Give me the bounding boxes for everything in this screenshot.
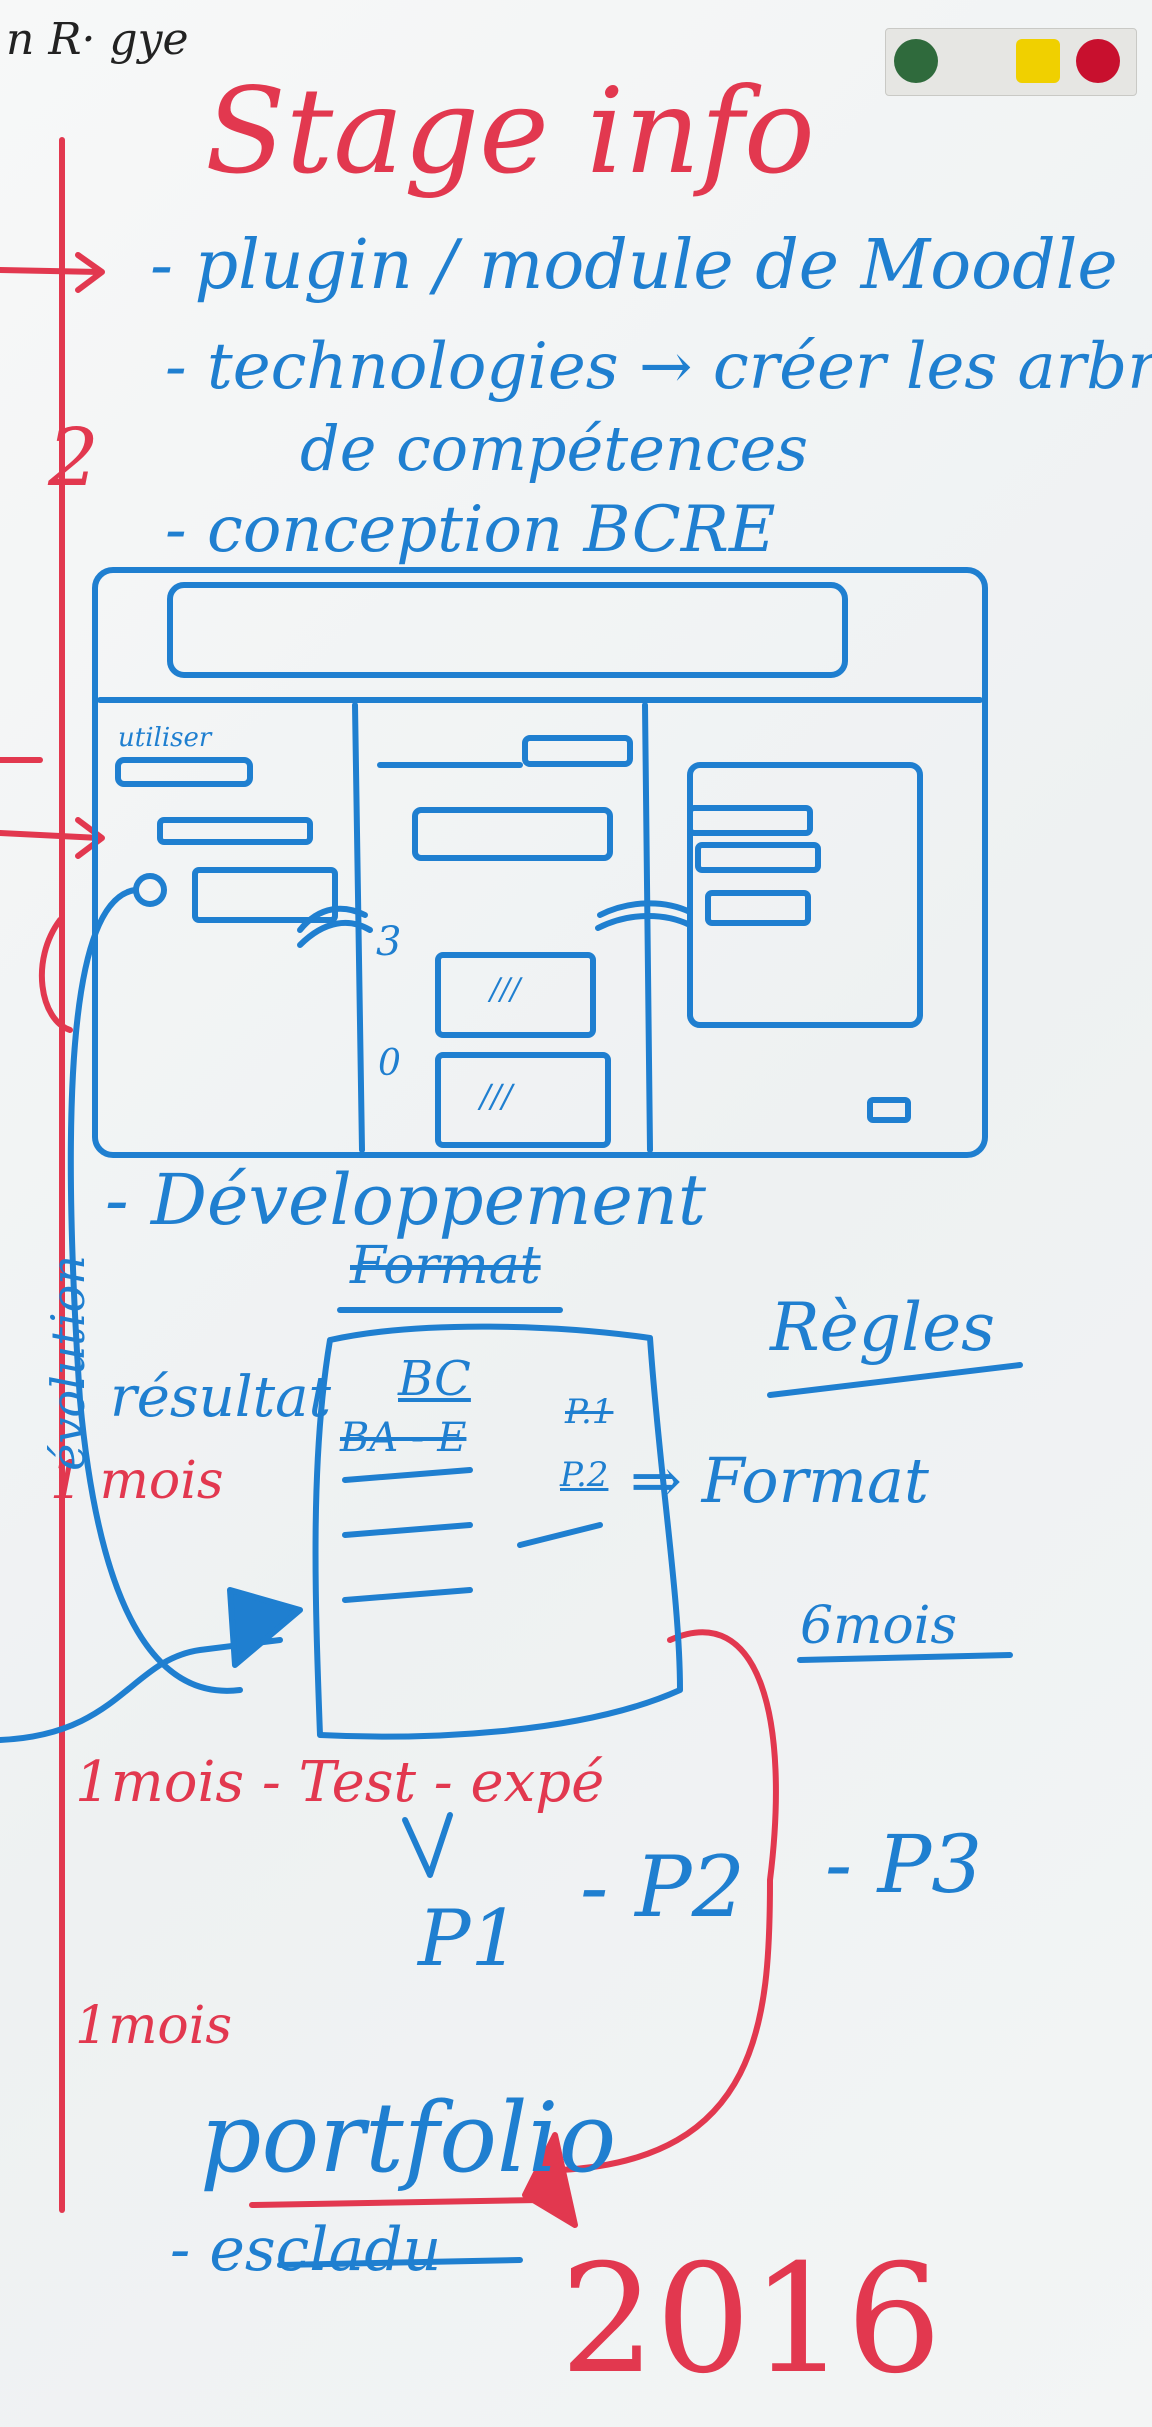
mockup-tree-item-2	[192, 867, 338, 923]
doc-line-3	[342, 1587, 473, 1603]
test-check	[402, 1812, 453, 1878]
mockup-right-item-2	[695, 842, 821, 873]
test-line: 1mois - Test - expé	[75, 1750, 605, 1815]
board-title: Stage info	[205, 62, 815, 200]
mockup-mid-field	[412, 807, 613, 861]
sticker-seal-icon	[1076, 39, 1120, 83]
blue-left-arrow	[0, 1637, 283, 1743]
escaladu-underline	[277, 2257, 523, 2268]
bullet-conception: - conception BCRE	[165, 493, 776, 567]
phase-p2: - P2	[580, 1838, 746, 1936]
red-loop-arrow	[557, 1629, 779, 2173]
blue-arrowhead	[227, 1587, 303, 1668]
red-curve	[38, 917, 73, 1033]
portfolio-label: portfolio	[200, 2082, 617, 2194]
mockup-mid-tabs	[522, 735, 633, 767]
mockup-mid-card-1	[435, 952, 596, 1038]
mockup-right-panel	[687, 762, 923, 1028]
p1-label: P.1	[565, 1392, 614, 1432]
red-underline	[249, 2197, 543, 2208]
mockup-mid-card-2	[435, 1052, 611, 1148]
doc-line-1	[342, 1467, 473, 1483]
mockup-right-item-3	[705, 890, 811, 926]
mockup-col-2	[642, 702, 653, 1153]
mockup-arrow-1	[297, 905, 373, 948]
mockup-tree-item-1	[157, 817, 313, 845]
duration-1-mois-b: 1mois	[75, 1996, 233, 2056]
evolution-label: évolution	[40, 1255, 95, 1471]
mockup-arrow-2	[595, 900, 693, 931]
mockup-left-header: utiliser	[118, 723, 212, 753]
doc-line-4	[517, 1522, 603, 1548]
mockup-window	[92, 567, 988, 1158]
doc-line-2	[342, 1522, 473, 1538]
mockup-expand-marker	[133, 873, 167, 907]
evolution-loop	[67, 887, 243, 1694]
development-bullet: - Développement	[105, 1159, 707, 1241]
regles-label: Règles	[770, 1289, 996, 1366]
mockup-header-bar	[167, 582, 848, 678]
mockup-card-2-text: ///	[480, 1077, 513, 1115]
year-label: 2016	[560, 2233, 942, 2407]
mockup-number-3: 3	[376, 919, 402, 965]
sticker-strip	[885, 28, 1137, 96]
six-mois-label: 6mois	[800, 1596, 958, 1656]
red-arrow-2	[0, 817, 105, 859]
corner-note: n R· gye	[6, 14, 189, 65]
phase-p3: - P3	[825, 1818, 983, 1911]
margin-number: 2	[48, 411, 99, 504]
red-arrow-1	[0, 252, 105, 293]
mockup-right-item-1	[687, 805, 813, 836]
format-arrow-label: ⇒ Format	[630, 1444, 929, 1517]
sticker-logo-icon	[894, 39, 938, 83]
mockup-number-0: 0	[378, 1043, 401, 1084]
bullet-plugin: - plugin / module de Moodle	[150, 226, 1118, 305]
phase-p1: P1	[418, 1894, 521, 1984]
p2-label: P.2	[560, 1455, 609, 1495]
bullet-technologies: - technologies → créer les arbres	[165, 330, 1152, 404]
format-document	[312, 1323, 683, 1740]
bc-label: BC	[398, 1351, 471, 1407]
bullet-competences: de compétences	[300, 412, 809, 485]
ba-e-label: BA - E	[340, 1415, 467, 1461]
mockup-card-1-text: ///	[490, 972, 521, 1007]
duration-1-mois-a: 1 mois	[50, 1451, 224, 1511]
regles-underline	[767, 1362, 1023, 1398]
six-mois-underline	[797, 1652, 1013, 1663]
format-heading: Format	[350, 1236, 541, 1296]
mockup-right-button	[867, 1097, 911, 1123]
mockup-selected-item	[115, 757, 253, 787]
resultat-label: résultat	[110, 1365, 332, 1430]
sticker-badge-icon	[1016, 39, 1060, 83]
escaladu-label: - escladu	[170, 2215, 442, 2285]
